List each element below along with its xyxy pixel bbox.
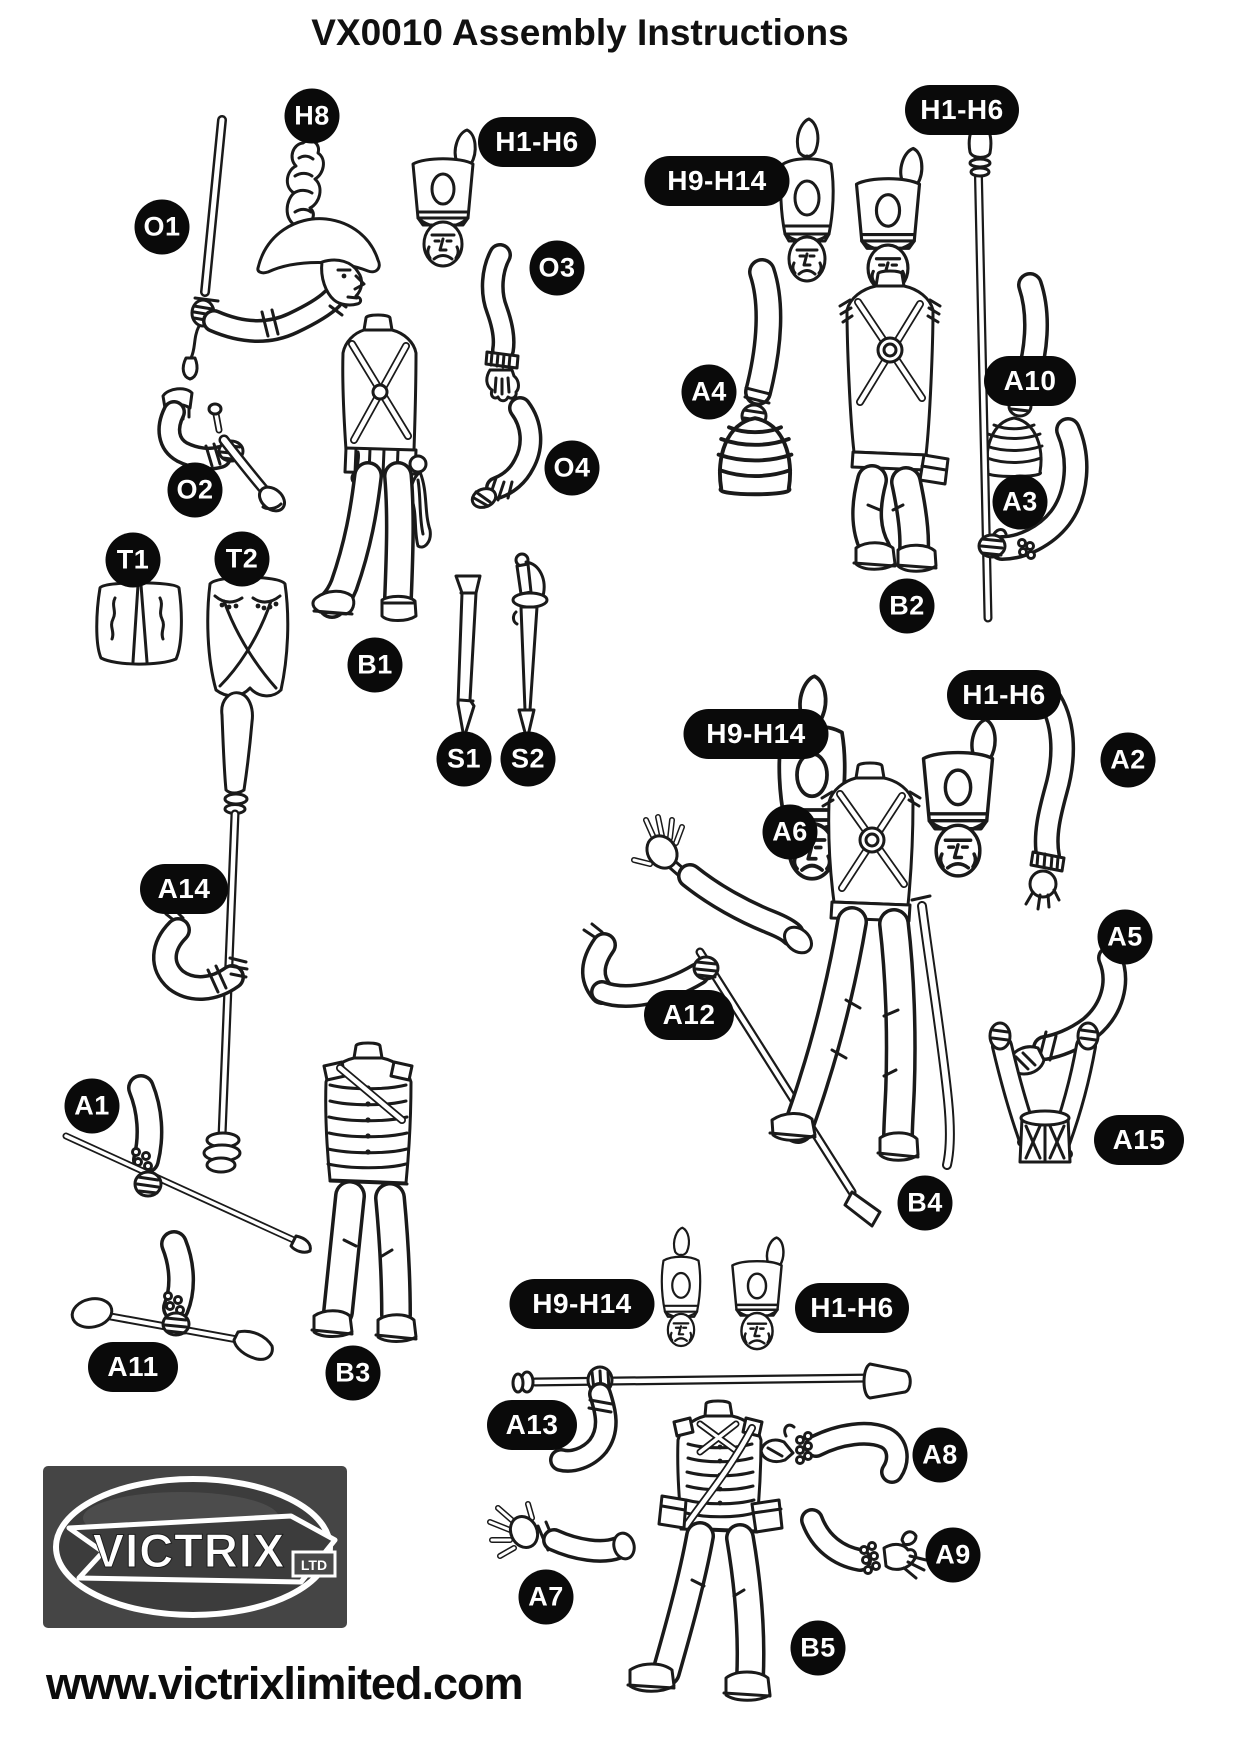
page-title: VX0010 Assembly Instructions [311,12,849,53]
part-h9h14-head-2 [779,117,835,283]
part-label-b1: B1 [347,637,403,693]
part-o3-arm [480,243,520,403]
part-h9h14-head-4 [660,1226,702,1348]
logo-brand-text: VICTRIX [93,1524,285,1577]
part-label-h1h6-1: H1-H6 [478,117,596,167]
part-label-a15: A15 [1094,1115,1184,1165]
part-label-s2: S2 [500,731,556,787]
part-label-a4: A4 [681,364,737,420]
part-label-a10: A10 [984,356,1076,406]
victrix-logo: VICTRIX LTD [43,1466,347,1628]
part-label-a7: A7 [518,1569,574,1625]
part-a7-arm-open-hand [487,1501,636,1563]
part-label-b3: B3 [325,1345,381,1401]
part-label-o2: O2 [167,462,223,518]
part-label-h9h14-4: H9-H14 [509,1279,655,1329]
part-a1-arm-with-pole [62,1074,312,1254]
part-s2-sword [511,552,549,742]
part-s1-scabbard [454,574,482,740]
part-h1h6-head-4 [731,1236,785,1351]
part-label-a5: A5 [1097,909,1153,965]
part-a5-arm [1008,945,1128,1076]
part-label-o1: O1 [134,199,190,255]
part-a8-arm [759,1421,909,1484]
part-label-h9h14-3: H9-H14 [683,709,829,759]
part-label-a11: A11 [88,1342,178,1392]
part-label-h1h6-4: H1-H6 [795,1283,909,1333]
part-label-h8: H8 [284,88,340,144]
part-label-h1h6-3: H1-H6 [947,670,1061,720]
part-b2-torso [838,269,950,573]
part-a6-arm-raised [631,814,813,955]
part-b3-torso [310,1041,418,1343]
part-label-a14: A14 [140,864,228,914]
part-label-h1h6-2: H1-H6 [905,85,1019,135]
part-label-a8: A8 [912,1427,968,1483]
part-label-a1: A1 [64,1078,120,1134]
part-h8-head-bicorne [256,138,381,307]
part-b1-torso [311,313,432,622]
part-a4-arm-with-cap [716,258,794,497]
part-label-s1: S1 [436,731,492,787]
part-t2-coat-tails [206,575,290,698]
part-o1-arm-with-sword [181,115,348,381]
part-label-o4: O4 [544,440,600,496]
part-label-t2: T2 [214,531,270,587]
part-o4-arm [470,396,543,509]
part-label-h9h14-2: H9-H14 [644,156,790,206]
part-label-t1: T1 [105,532,161,588]
part-h1h6-head-3 [921,717,997,878]
part-label-b5: B5 [790,1620,846,1676]
part-a11-arm-with-mace [70,1230,274,1361]
part-label-a2: A2 [1100,732,1156,788]
part-a14-arm-with-mace [152,691,254,1174]
part-label-b4: B4 [897,1175,953,1231]
part-label-o3: O3 [529,240,585,296]
part-label-a13: A13 [487,1400,577,1450]
part-t1-coat-tails [95,581,183,666]
part-label-a3: A3 [992,474,1048,530]
logo-suffix-text: LTD [301,1557,327,1573]
part-h1h6-head-1 [411,128,477,268]
part-label-a6: A6 [762,804,818,860]
part-a13-arm-with-staff [511,1362,912,1473]
part-a15-arms-pair [988,1021,1100,1164]
part-a9-arm-thumb-up [800,1508,928,1580]
part-label-b2: B2 [879,578,935,634]
website-url: www.victrixlimited.com [46,1658,523,1709]
part-a2-arm [1024,684,1076,911]
part-a12-arm-with-pole [581,922,882,1228]
part-label-a12: A12 [644,990,734,1040]
part-o2-arm-with-horn [157,387,287,513]
part-b4-torso [768,761,955,1170]
part-label-a9: A9 [925,1527,981,1583]
part-b5-torso [626,1399,784,1702]
